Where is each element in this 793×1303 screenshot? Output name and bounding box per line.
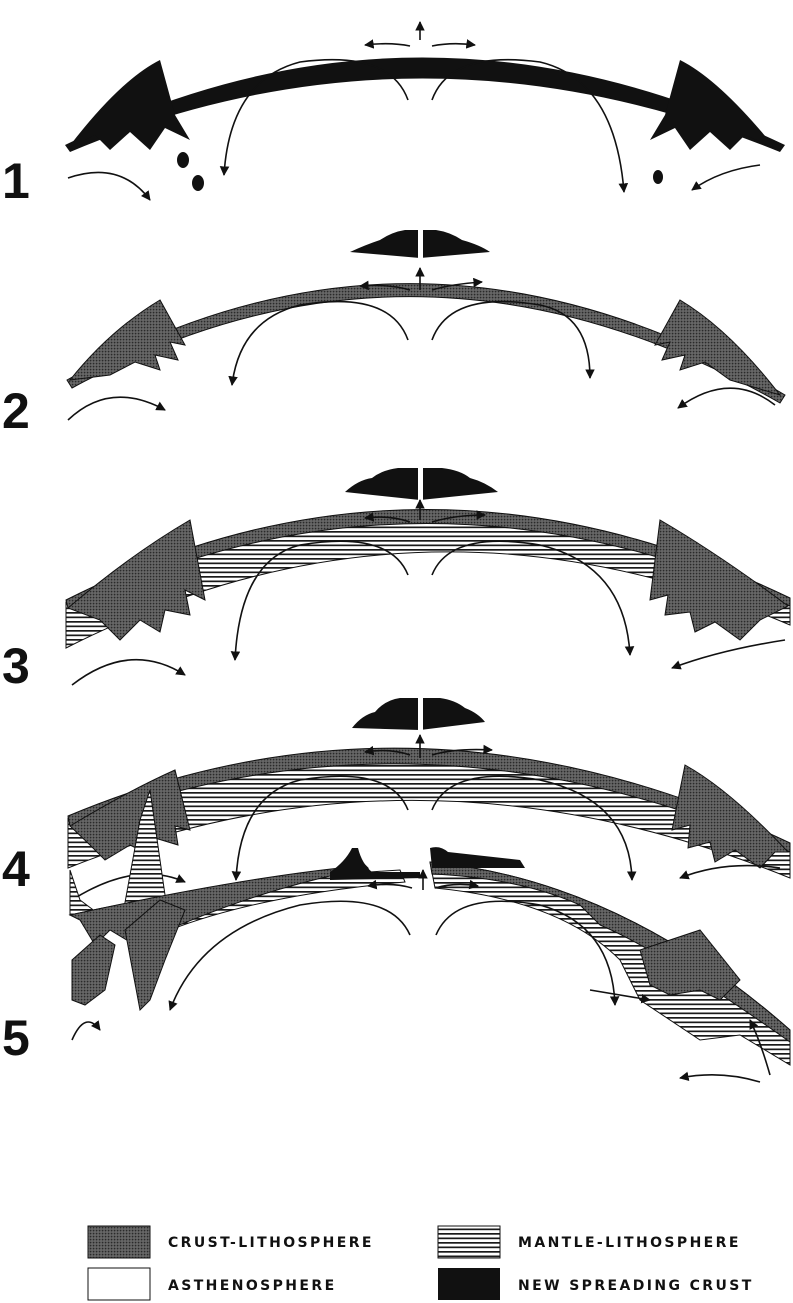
panel-2: 2 [2, 228, 785, 439]
crust-root-left-2 [70, 300, 185, 380]
crust-lithosphere-label: CRUST-LITHOSPHERE [168, 1235, 374, 1251]
magma-blob [177, 152, 189, 168]
magma-blob [192, 175, 204, 191]
crust-root-right-1 [650, 60, 775, 150]
panel-4: 4 [2, 695, 790, 900]
new-spreading-crust-swatch [438, 1268, 500, 1300]
mantle-lithosphere-swatch [438, 1226, 500, 1258]
new-crust-cap-right-5 [430, 847, 525, 868]
panel-3: 3 [2, 465, 790, 694]
new-crust-cap-left-5 [330, 848, 425, 880]
crust-root-right-3 [650, 520, 788, 640]
rift-gap [418, 695, 423, 735]
stage-number: 5 [2, 1010, 30, 1066]
stage-number: 1 [2, 153, 30, 209]
legend: CRUST-LITHOSPHERE MANTLE-LITHOSPHERE AST… [88, 1226, 754, 1300]
asthenosphere-swatch [88, 1268, 150, 1300]
stage-number: 4 [2, 841, 30, 897]
magma-blob [653, 170, 663, 184]
mantle-lithosphere-right-5 [430, 862, 790, 1065]
crust-root-right-4 [672, 765, 788, 868]
mantle-lithosphere-label: MANTLE-LITHOSPHERE [518, 1235, 741, 1251]
crust-root-right-2 [655, 300, 780, 395]
crust-root-left-1 [68, 60, 190, 150]
panel-1: 1 [2, 8, 785, 209]
stage-number: 2 [2, 383, 30, 439]
stage-number: 3 [2, 638, 30, 694]
crust-lithosphere-swatch [88, 1226, 150, 1258]
new-spreading-crust-label: NEW SPREADING CRUST [518, 1278, 754, 1294]
fault-block-left-b-5 [72, 935, 115, 1005]
rift-gap [418, 465, 423, 501]
asthenosphere-label: ASTHENOSPHERE [168, 1278, 337, 1294]
rift-gap [418, 228, 423, 258]
